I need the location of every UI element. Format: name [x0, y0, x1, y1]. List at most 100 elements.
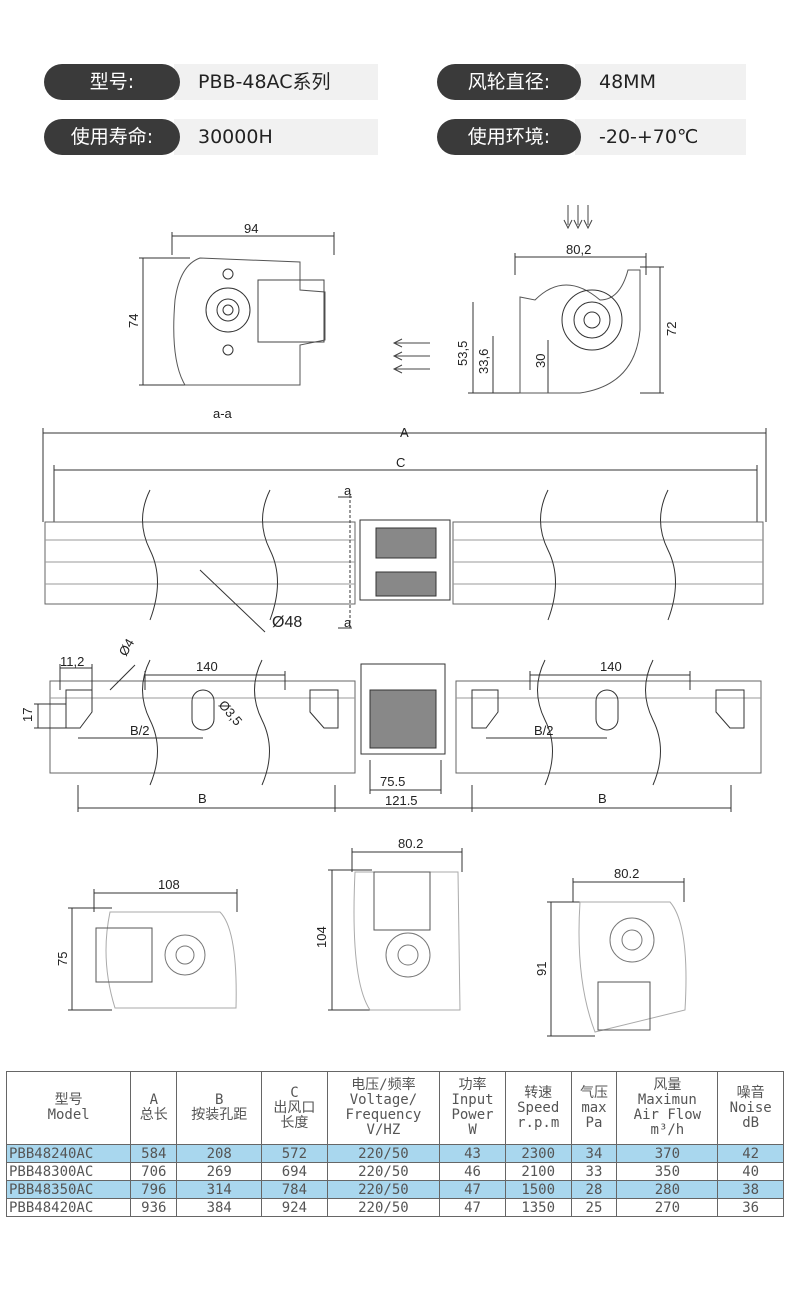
dim-c-label: C — [396, 455, 405, 470]
front-view-long — [34, 659, 762, 812]
cell-voltage: 220/50 — [326, 1144, 441, 1163]
cell-c: 694 — [261, 1162, 328, 1181]
b-left-label: B — [198, 791, 207, 806]
cell-pressure: 33 — [570, 1162, 618, 1181]
side-view-left — [139, 232, 335, 386]
b2-right-label: B/2 — [534, 723, 554, 738]
dia-3-5-label: Ø3,5 — [216, 697, 246, 728]
cell-b: 314 — [176, 1180, 263, 1199]
spec-environment-value: -20-+70℃ — [575, 119, 746, 155]
view3-height-label: 91 — [534, 962, 549, 976]
cell-b: 208 — [176, 1144, 263, 1163]
view2-width-label: 80.2 — [398, 836, 423, 851]
dim-140-right-label: 140 — [600, 659, 622, 674]
cell-noise: 36 — [717, 1198, 784, 1217]
cell-a: 796 — [130, 1180, 178, 1199]
cell-air-flow: 280 — [616, 1180, 719, 1199]
cell-a: 584 — [130, 1144, 178, 1163]
cell-air-flow: 370 — [616, 1144, 719, 1163]
cell-model: PBB48350AC — [5, 1180, 132, 1199]
section-label: a-a — [213, 406, 233, 421]
spec-model: 型号: PBB-48AC系列 — [44, 64, 378, 100]
b-right-label: B — [598, 791, 607, 806]
spec-model-label: 型号: — [44, 64, 180, 100]
dim-75-5-label: 75.5 — [380, 774, 405, 789]
cell-voltage: 220/50 — [326, 1162, 441, 1181]
dim-72-label: 72 — [664, 322, 679, 336]
dim-121-5-label: 121.5 — [385, 793, 418, 808]
cell-air-flow: 350 — [616, 1162, 719, 1181]
cell-speed: 1500 — [504, 1180, 572, 1199]
dim-94-label: 94 — [244, 221, 258, 236]
cell-model: PBB48240AC — [5, 1144, 132, 1163]
side-view-right — [392, 205, 664, 394]
section-a-bottom: a — [344, 615, 352, 630]
dim-33-6-label: 33,6 — [476, 349, 491, 374]
spec-model-value: PBB-48AC系列 — [174, 64, 378, 100]
cell-power: 43 — [439, 1144, 506, 1163]
b2-left-label: B/2 — [130, 723, 150, 738]
cell-a: 706 — [130, 1162, 178, 1181]
technical-drawing: 94 74 80,2 72 53,5 33,6 30 a-a A C a a Ø… — [20, 205, 767, 1037]
spec-lifetime-value: 30000H — [174, 119, 378, 155]
cell-model: PBB48300AC — [5, 1162, 132, 1181]
cell-b: 384 — [176, 1198, 263, 1217]
dim-140-left-label: 140 — [196, 659, 218, 674]
dim-a-label: A — [400, 425, 409, 440]
end-view-2 — [328, 848, 463, 1011]
view3-width-label: 80.2 — [614, 866, 639, 881]
cell-voltage: 220/50 — [326, 1198, 441, 1217]
end-view-1 — [68, 889, 238, 1011]
spec-environment: 使用环境: -20-+70℃ — [437, 119, 746, 155]
spec-environment-label: 使用环境: — [437, 119, 581, 155]
cell-power: 47 — [439, 1180, 506, 1199]
cell-voltage: 220/50 — [326, 1180, 441, 1199]
cell-model: PBB48420AC — [5, 1198, 132, 1217]
cell-c: 572 — [261, 1144, 328, 1163]
dim-30-label: 30 — [533, 354, 548, 368]
cell-power: 46 — [439, 1162, 506, 1181]
cell-air-flow: 270 — [616, 1198, 719, 1217]
dim-11-2-label: 11,2 — [60, 654, 84, 669]
cell-speed: 2100 — [504, 1162, 572, 1181]
table-row: PBB48420AC 936 384 924 220/50 47 1350 25… — [5, 1198, 784, 1217]
cell-noise: 38 — [717, 1180, 784, 1199]
spec-wheel-diameter: 风轮直径: 48MM — [437, 64, 746, 100]
cell-c: 784 — [261, 1180, 328, 1199]
view1-width-label: 108 — [158, 877, 180, 892]
spec-wheel-diameter-value: 48MM — [575, 64, 746, 100]
table-row: PBB48240AC 584 208 572 220/50 43 2300 34… — [5, 1144, 784, 1163]
cell-noise: 40 — [717, 1162, 784, 1181]
cell-power: 47 — [439, 1198, 506, 1217]
table-row: PBB48350AC 796 314 784 220/50 47 1500 28… — [5, 1180, 784, 1199]
table-row: PBB48300AC 706 269 694 220/50 46 2100 33… — [5, 1162, 784, 1181]
cell-a: 936 — [130, 1198, 178, 1217]
dim-80-2-label: 80,2 — [566, 242, 591, 257]
view2-height-label: 104 — [314, 926, 329, 948]
section-a-top: a — [344, 483, 352, 498]
cell-pressure: 34 — [570, 1144, 618, 1163]
view1-height-label: 75 — [55, 952, 70, 966]
spec-wheel-diameter-label: 风轮直径: — [437, 64, 581, 100]
dim-53-5-label: 53,5 — [455, 341, 470, 366]
cell-noise: 42 — [717, 1144, 784, 1163]
dim-17-label: 17 — [20, 708, 35, 722]
cell-speed: 2300 — [504, 1144, 572, 1163]
spec-lifetime: 使用寿命: 30000H — [44, 119, 378, 155]
spec-lifetime-label: 使用寿命: — [44, 119, 180, 155]
end-view-3 — [547, 878, 687, 1037]
cell-c: 924 — [261, 1198, 328, 1217]
cell-b: 269 — [176, 1162, 263, 1181]
dia-4-label: Ø4 — [116, 636, 138, 659]
